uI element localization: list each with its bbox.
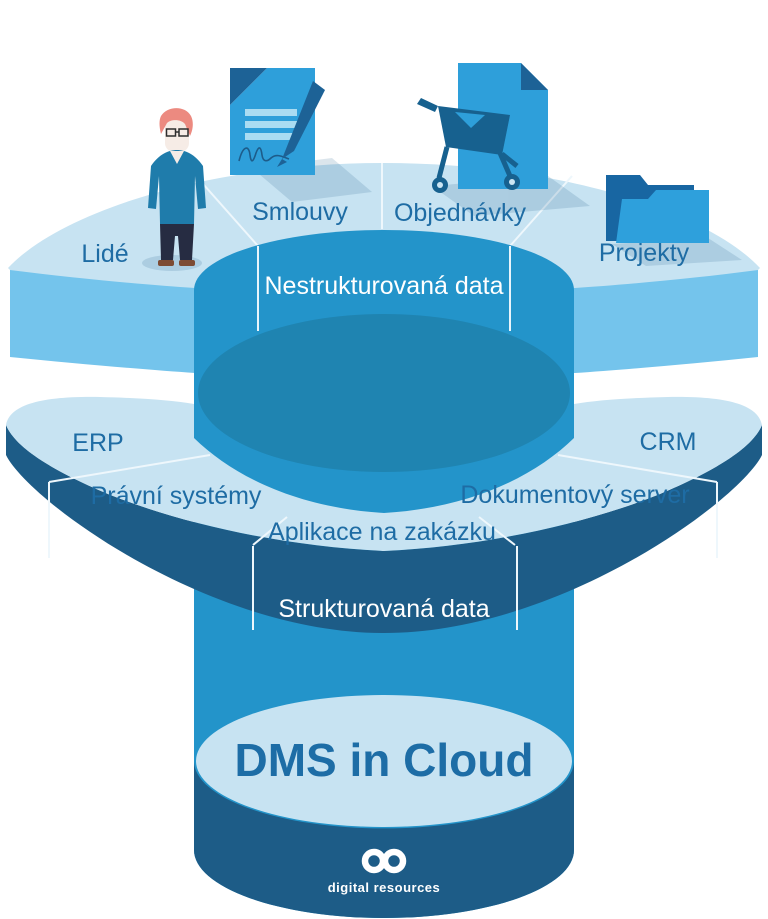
- sector-label-objednavky: Objednávky: [394, 199, 527, 227]
- divider-dokumentovy-aplikace: [478, 516, 516, 546]
- divider-erp-pravni: [48, 454, 211, 483]
- base-cylinder-lower: [194, 761, 574, 918]
- order-page-fold: [521, 63, 548, 90]
- cart-wheel-left-hub: [437, 182, 443, 188]
- unstructured-data-label: Nestrukturovaná data: [264, 272, 503, 300]
- cart-basket-notch: [455, 112, 485, 128]
- cart-legs: [436, 146, 519, 179]
- person-face: [165, 116, 189, 152]
- sector-label-projekty: Projekty: [599, 239, 690, 267]
- contract-text-lines: [245, 109, 297, 140]
- dms-title: DMS in Cloud: [235, 734, 534, 786]
- person-shoe-left: [158, 260, 174, 266]
- folder-front: [616, 190, 709, 243]
- divider-crm-dokumentovy: [557, 454, 718, 483]
- person-shoe-right: [179, 260, 195, 266]
- sector-label-dokumentovy-server: Dokumentový server: [460, 481, 689, 509]
- sector-label-erp: ERP: [72, 429, 123, 457]
- base-title-ellipse: [196, 695, 572, 827]
- person-glasses: [165, 128, 189, 137]
- lower-ring-surface: [6, 396, 762, 551]
- column-face-dividers: [257, 246, 511, 331]
- sector-label-lide: Lidé: [81, 240, 128, 268]
- person-hair: [159, 108, 193, 136]
- contract-signature: [238, 147, 290, 162]
- cart-handle: [417, 98, 438, 112]
- structured-data-label: Strukturovaná data: [278, 595, 489, 623]
- sector-label-aplikace-na-zakazku: Aplikace na zakázku: [268, 518, 496, 546]
- cart: [417, 98, 520, 193]
- folder-shadow: [612, 238, 742, 266]
- logo-text: digital resources: [328, 880, 441, 895]
- sector-label-smlouvy: Smlouvy: [252, 198, 348, 226]
- sector-label-pravni-systemy: Právní systémy: [91, 482, 262, 510]
- person-sweater: [148, 150, 206, 224]
- person-pants: [160, 224, 194, 260]
- divider-objednavky-projekty: [509, 175, 573, 247]
- divider-lide-smlouvy: [195, 175, 259, 247]
- infinity-logo-icon: [361, 848, 407, 874]
- top-ring-surface: [8, 163, 760, 288]
- contract-pen-tip: [277, 159, 287, 167]
- contract-fold: [230, 68, 267, 105]
- column-inner-opening: [198, 314, 570, 472]
- logo-loop-right: [381, 848, 407, 874]
- lower-ring-side-band: [6, 425, 762, 633]
- person-icon: [148, 108, 206, 266]
- cart-basket: [438, 106, 510, 155]
- sector-label-crm: CRM: [640, 428, 697, 456]
- person-vneck: [170, 151, 184, 164]
- contract-pen: [282, 81, 325, 159]
- contract-document-icon: [230, 68, 325, 175]
- top-ring-sector-dividers: [195, 163, 573, 247]
- shopping-cart-document-icon: [417, 63, 548, 193]
- folder-icon: [606, 175, 709, 243]
- cart-wheel-right-hub: [509, 179, 515, 185]
- lower-ring-dividers: [48, 454, 718, 630]
- divider-pravni-aplikace: [252, 516, 288, 546]
